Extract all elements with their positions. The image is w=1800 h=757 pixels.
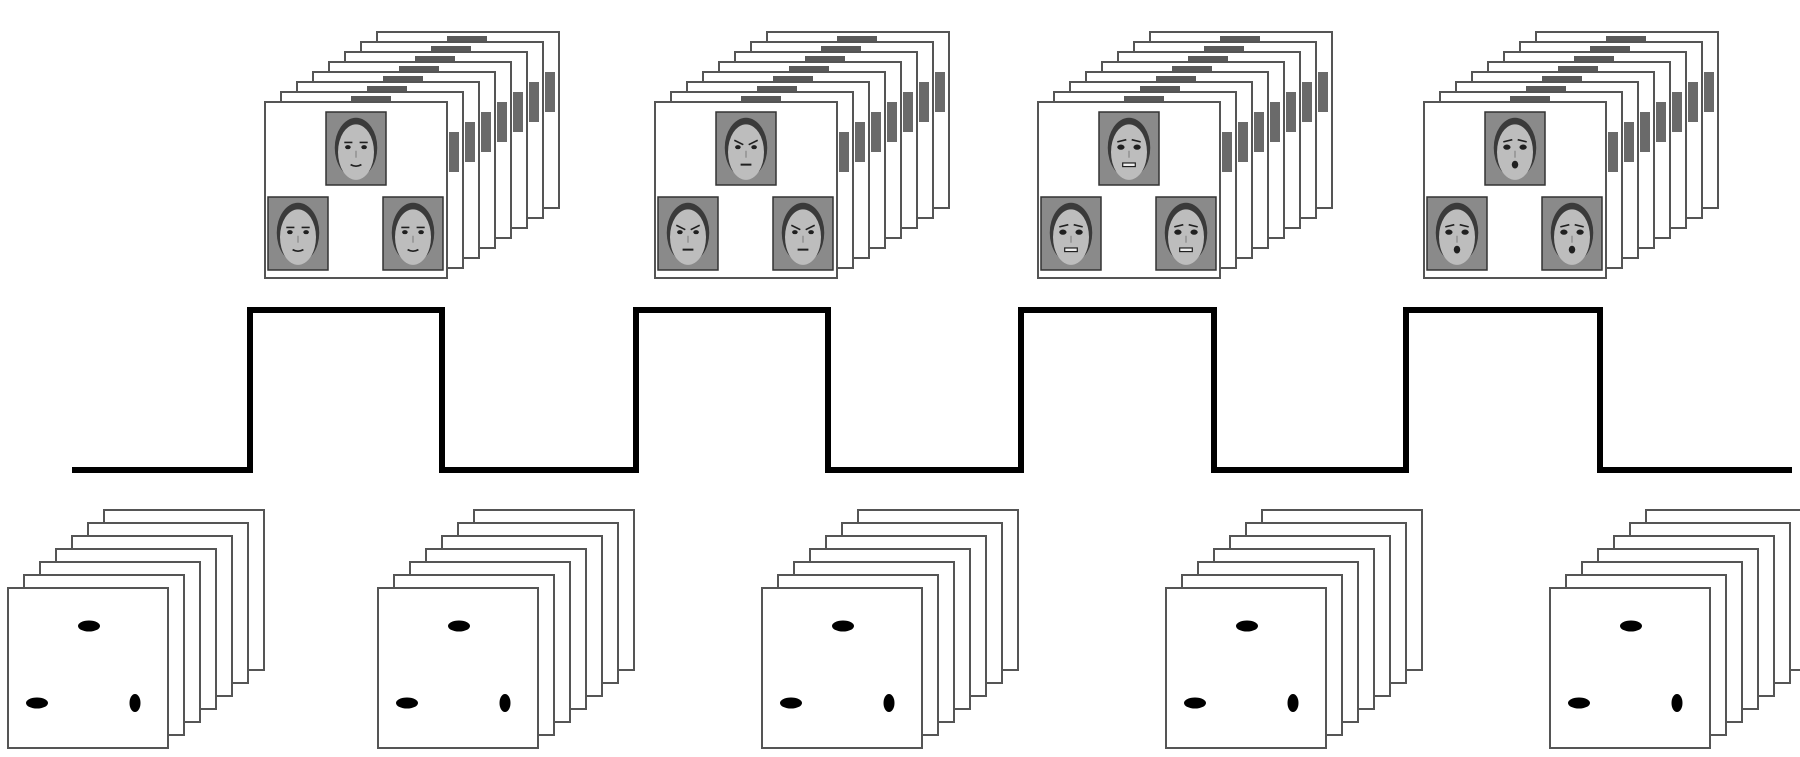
face-stack-surprised xyxy=(1423,31,1719,279)
face-card-front xyxy=(1037,101,1221,279)
ellipse-left xyxy=(780,697,802,709)
face-stack-neutral xyxy=(264,31,560,279)
face-photo-left xyxy=(267,196,329,271)
face-photo-top xyxy=(1484,111,1546,186)
ellipse-left xyxy=(26,697,48,709)
face-card-front xyxy=(1423,101,1607,279)
face-photo-left xyxy=(657,196,719,271)
face-stack-fearful xyxy=(1037,31,1333,279)
ellipse-left xyxy=(1568,697,1590,709)
face-photo-right xyxy=(772,196,834,271)
face-photo-left xyxy=(1426,196,1488,271)
face-stack-angry xyxy=(654,31,950,279)
face-card-front xyxy=(654,101,838,279)
control-stack-2 xyxy=(377,509,635,749)
control-stack-1 xyxy=(7,509,265,749)
face-photo-left xyxy=(1040,196,1102,271)
control-block-stacks xyxy=(7,509,1800,749)
face-photo-right xyxy=(382,196,444,271)
ellipse-right xyxy=(1287,694,1299,712)
ellipse-card-front xyxy=(761,587,923,749)
ellipse-top xyxy=(78,620,100,632)
ellipse-card-front xyxy=(1165,587,1327,749)
ellipse-right xyxy=(1671,694,1683,712)
ellipse-top xyxy=(448,620,470,632)
ellipse-left xyxy=(1184,697,1206,709)
ellipse-card-front xyxy=(377,587,539,749)
control-stack-3 xyxy=(761,509,1019,749)
ellipse-top xyxy=(1236,620,1258,632)
ellipse-card-front xyxy=(1549,587,1711,749)
face-photo-top xyxy=(1098,111,1160,186)
ellipse-right xyxy=(499,694,511,712)
ellipse-right xyxy=(883,694,895,712)
ellipse-left xyxy=(396,697,418,709)
face-photo-right xyxy=(1541,196,1603,271)
control-stack-4 xyxy=(1165,509,1423,749)
block-timeline-line xyxy=(72,307,1792,473)
ellipse-right xyxy=(129,694,141,712)
face-photo-right xyxy=(1155,196,1217,271)
face-photo-top xyxy=(325,111,387,186)
ellipse-card-front xyxy=(7,587,169,749)
face-card-front xyxy=(264,101,448,279)
control-stack-5 xyxy=(1549,509,1800,749)
ellipse-top xyxy=(832,620,854,632)
face-photo-top xyxy=(715,111,777,186)
face-block-stacks xyxy=(264,31,1719,279)
ellipse-top xyxy=(1620,620,1642,632)
